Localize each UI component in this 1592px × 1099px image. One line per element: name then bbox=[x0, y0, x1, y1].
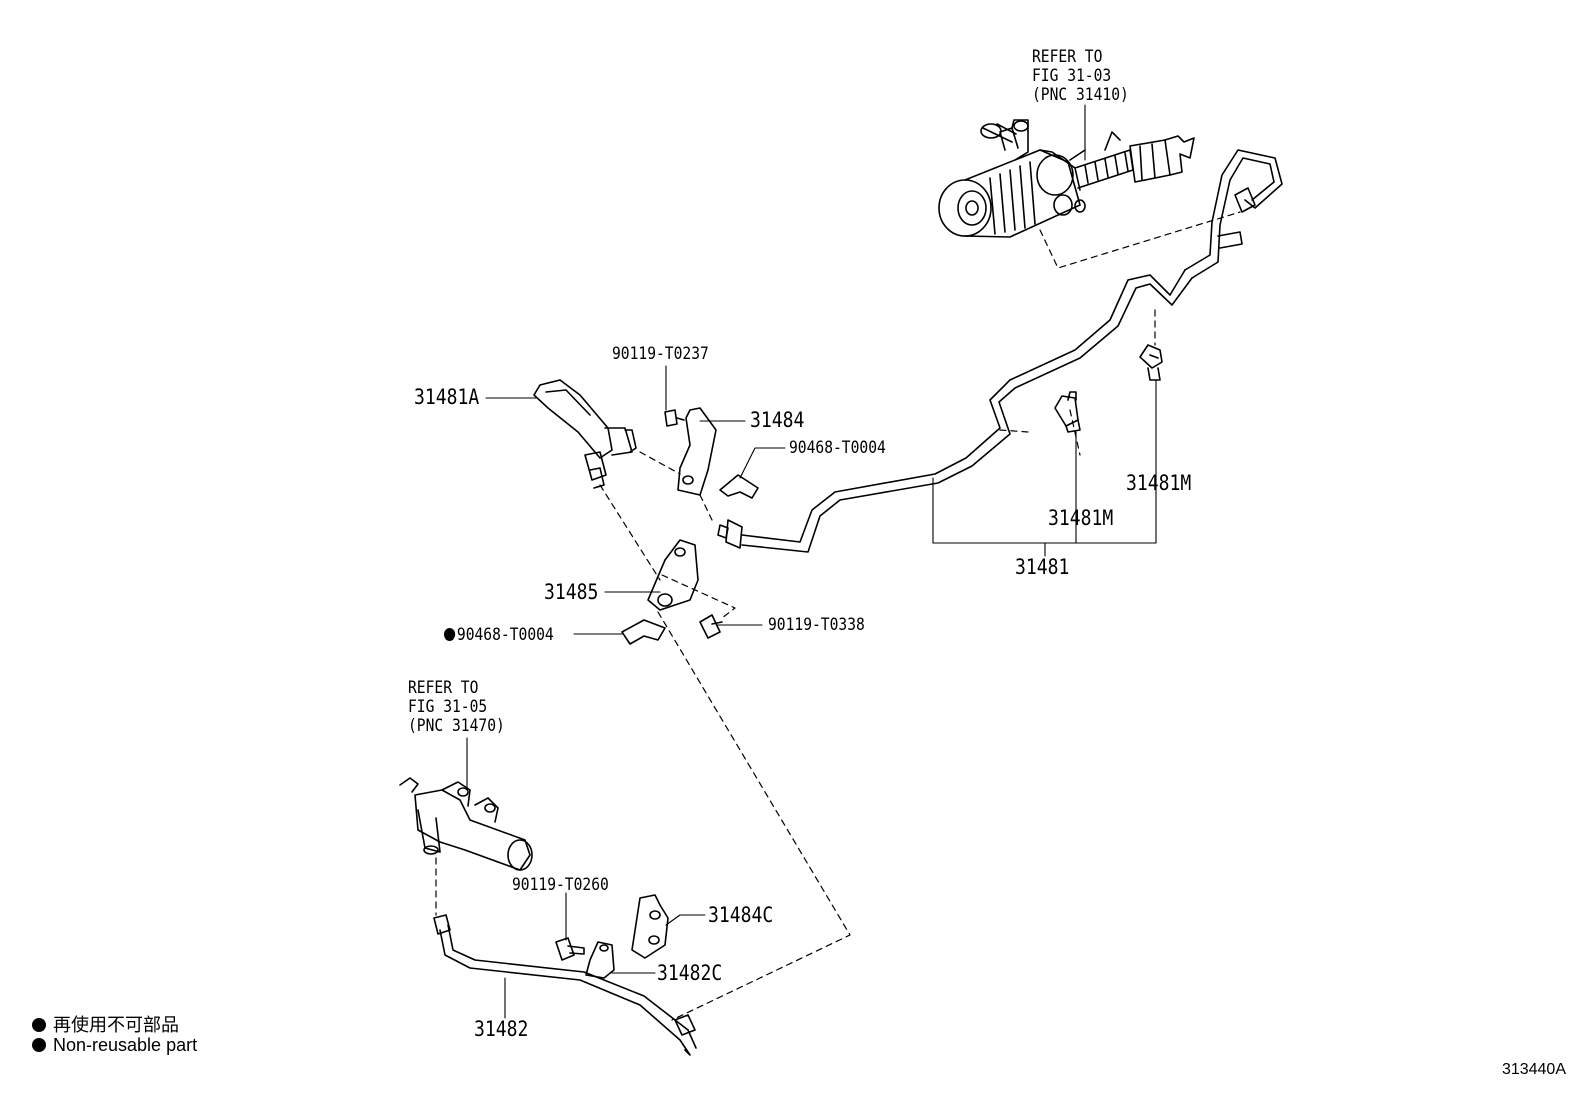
callout-90119-t0237[interactable]: 90119-T0237 bbox=[612, 344, 709, 364]
callout-90468-t0004-nonreusable[interactable]: 90468-T0004 bbox=[444, 627, 554, 644]
legend-text: 再使用不可部品 bbox=[53, 1015, 179, 1035]
leader-lines bbox=[466, 104, 1157, 1019]
non-reusable-mark-icon bbox=[444, 628, 456, 641]
release-cylinder-drawing bbox=[399, 777, 533, 871]
ref-line: REFER TO bbox=[408, 678, 479, 698]
callout-90119-t0260[interactable]: 90119-T0260 bbox=[512, 875, 609, 895]
upper-pipe-end bbox=[1184, 149, 1283, 279]
figure-id: 313440A bbox=[1501, 1061, 1566, 1078]
bracket-31484c bbox=[631, 894, 669, 959]
bolt-90119-t0338 bbox=[699, 614, 723, 639]
dashed-assembly-lines bbox=[435, 211, 1241, 1021]
clip-90468-t0004-top bbox=[719, 474, 759, 499]
callout-31481a[interactable]: 31481A bbox=[414, 385, 480, 409]
pipe-clamp-31482c bbox=[585, 941, 615, 979]
pipe-clamp-31481m-right bbox=[1139, 344, 1163, 381]
bracket-31485 bbox=[647, 539, 699, 611]
lower-pipe-31482 bbox=[433, 914, 697, 1056]
callout-31482[interactable]: 31482 bbox=[474, 1017, 529, 1041]
ref-line: FIG 31-05 bbox=[408, 697, 488, 717]
ref-note-release-cylinder: REFER TO FIG 31-05 (PNC 31470) bbox=[408, 679, 505, 736]
ref-line: REFER TO bbox=[1032, 47, 1103, 67]
bullet-icon bbox=[32, 1038, 46, 1052]
bullet-icon bbox=[32, 1018, 46, 1032]
bracket-31484 bbox=[664, 407, 717, 496]
ref-line: FIG 31-03 bbox=[1032, 66, 1112, 86]
master-cylinder-drawing bbox=[938, 119, 1195, 238]
legend-line-japanese: 再使用不可部品 bbox=[32, 1011, 179, 1037]
callout-31481[interactable]: 31481 bbox=[1015, 555, 1070, 579]
callout-31484c[interactable]: 31484C bbox=[708, 903, 774, 927]
pipe-clamp-31481m-mid bbox=[1054, 391, 1081, 433]
ref-line: (PNC 31470) bbox=[408, 716, 505, 736]
legend-text: Non-reusable part bbox=[53, 1035, 198, 1055]
callout-31482c[interactable]: 31482C bbox=[657, 961, 723, 985]
callout-31481m-mid[interactable]: 31481M bbox=[1048, 506, 1114, 530]
main-clutch-pipe bbox=[717, 269, 1193, 553]
callout-90468-t0004[interactable]: 90468-T0004 bbox=[789, 438, 886, 458]
flex-hose-31481a bbox=[533, 379, 637, 489]
callout-90119-t0338[interactable]: 90119-T0338 bbox=[768, 615, 865, 635]
callout-31484[interactable]: 31484 bbox=[750, 408, 805, 432]
ref-line: (PNC 31410) bbox=[1032, 85, 1129, 105]
callout-text: 90468-T0004 bbox=[456, 625, 554, 645]
callout-31485[interactable]: 31485 bbox=[544, 580, 599, 604]
bolt-90119-t0260 bbox=[555, 937, 585, 961]
clip-90468-t0004-nr bbox=[621, 619, 666, 645]
ref-note-master-cylinder: REFER TO FIG 31-03 (PNC 31410) bbox=[1032, 48, 1129, 105]
callout-31481m-right[interactable]: 31481M bbox=[1126, 471, 1192, 495]
legend-line-english: Non-reusable part bbox=[32, 1035, 197, 1056]
